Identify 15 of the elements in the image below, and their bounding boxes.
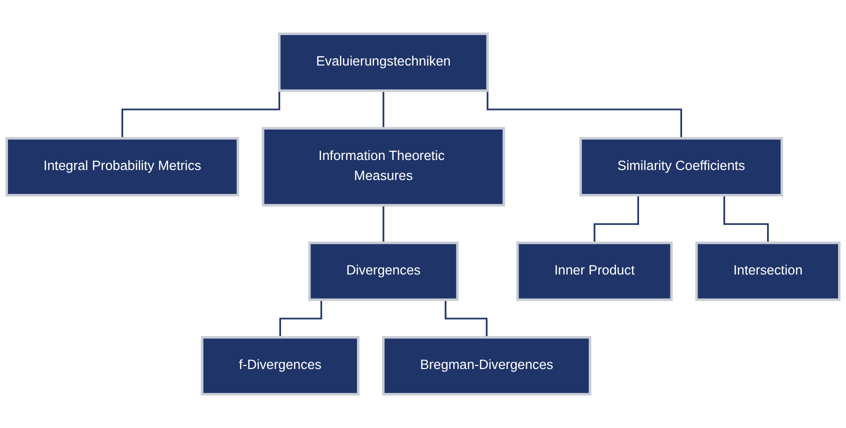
node-box: Similarity Coefficients (579, 137, 784, 196)
node-box: Integral Probability Metrics (5, 137, 240, 196)
node-box: Intersection (695, 242, 841, 301)
node-box: f-Divergences (200, 336, 360, 396)
node-box: Bregman-Divergences (382, 336, 592, 396)
connector (382, 205, 384, 244)
node-box: Divergences (308, 242, 459, 301)
node-box: Inner Product (516, 242, 673, 301)
connector (444, 300, 488, 338)
connector (723, 195, 769, 244)
connector (279, 300, 322, 338)
connector (382, 90, 384, 130)
node-box: Evaluierungstechniken (278, 32, 489, 92)
node-box: Information Theoretic Measures (262, 127, 506, 206)
connector (594, 195, 639, 244)
